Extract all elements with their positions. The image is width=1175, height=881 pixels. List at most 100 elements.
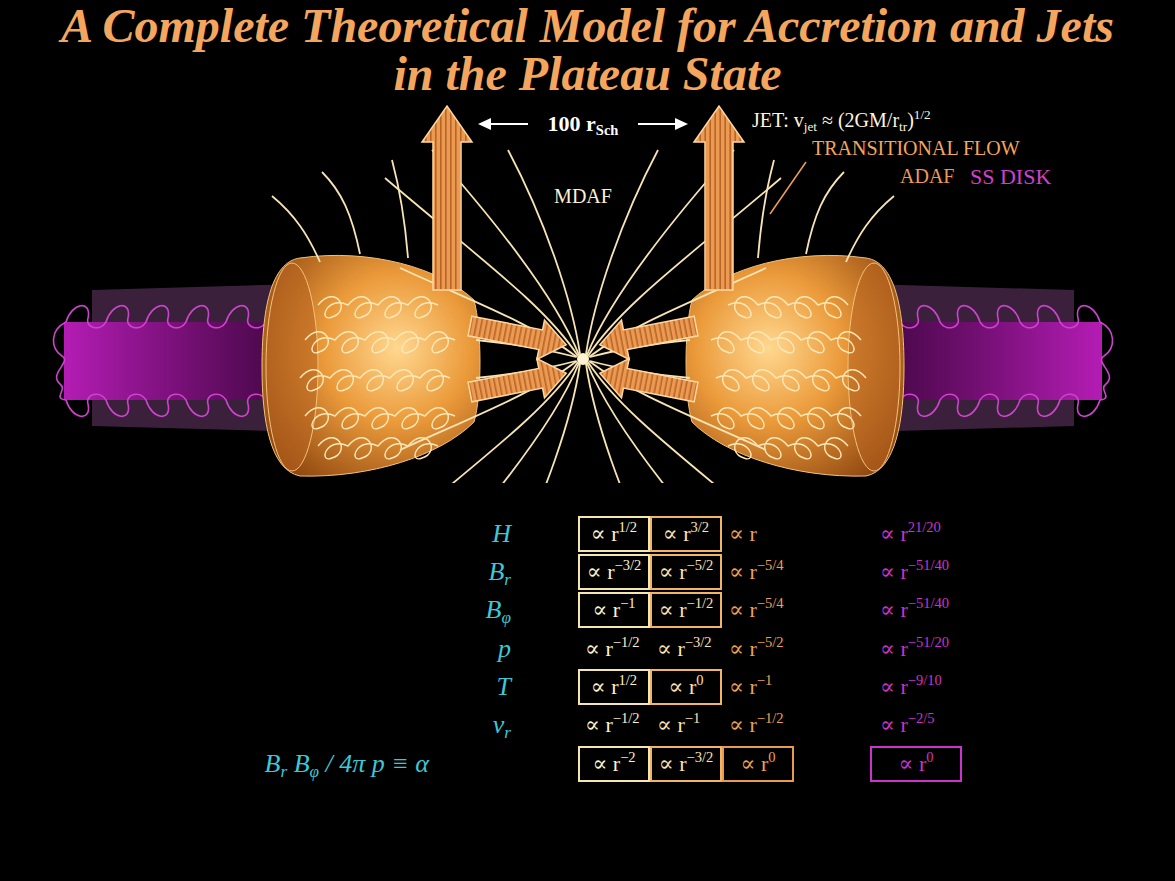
row-quantity: p xyxy=(495,633,514,666)
row-quantity: Br xyxy=(485,556,514,589)
inflow-arrow xyxy=(466,354,570,412)
superscript: −2/5 xyxy=(908,711,935,727)
superscript: −2 xyxy=(620,750,635,766)
cell-formula: ∝ r−5/2 xyxy=(659,558,713,586)
black-hole xyxy=(577,353,589,365)
superscript: −51/20 xyxy=(908,635,949,651)
superscript: −5/2 xyxy=(757,635,784,651)
cell-formula: ∝ r−1/2 xyxy=(659,596,713,624)
superscript: −1/2 xyxy=(613,711,640,727)
boxed-cell: ∝ r0 xyxy=(650,669,722,705)
cell-formula: ∝ r3/2 xyxy=(663,520,709,548)
superscript: −51/40 xyxy=(908,596,949,612)
cell-formula: ∝ r1/2 xyxy=(591,673,637,701)
scaling-formula: ∝ r−1 xyxy=(654,711,703,739)
cell-formula: ∝ r−3/2 xyxy=(659,750,713,778)
right-half xyxy=(586,106,1113,483)
diagram-label: SS DISK xyxy=(967,163,1054,191)
tangled-field xyxy=(300,297,455,459)
diagram-label: ADAF xyxy=(897,164,957,189)
tangled-loop xyxy=(305,408,455,429)
superscript: 0 xyxy=(768,750,775,766)
diagram-label: JET: vjet ≈ (2GM/rtr)1/2 xyxy=(749,108,934,133)
superscript: 0 xyxy=(926,750,933,766)
boxed-cell: ∝ r0 xyxy=(722,746,794,782)
cell-formula: ∝ r0 xyxy=(899,750,934,778)
superscript: 0 xyxy=(696,673,703,689)
superscript: −5/2 xyxy=(686,558,713,574)
dimension-arrowhead xyxy=(675,118,688,130)
illustration-group xyxy=(53,106,1112,483)
diagram-label: MDAF xyxy=(551,184,615,209)
boxed-cell: ∝ r−3/2 xyxy=(578,554,650,590)
boxed-cell: ∝ r1/2 xyxy=(578,669,650,705)
row-quantity: Bφ xyxy=(483,594,514,627)
field-line xyxy=(392,160,408,258)
scaling-formula: ∝ r−1/2 xyxy=(582,711,642,739)
superscript: 3/2 xyxy=(691,520,710,536)
boxed-cell: ∝ r1/2 xyxy=(578,516,650,552)
field-lines xyxy=(272,150,580,483)
cell-formula: ∝ r0 xyxy=(669,673,704,701)
row-quantity: T xyxy=(494,671,514,704)
scaling-formula: ∝ r−1/2 xyxy=(582,635,642,663)
superscript: 1/2 xyxy=(619,673,638,689)
tangled-loop xyxy=(305,332,455,353)
diagram-label: TRANSITIONAL FLOW xyxy=(809,136,1023,161)
superscript: −5/4 xyxy=(757,596,784,612)
inflow-arrow xyxy=(466,306,570,364)
jet-arrow xyxy=(422,106,472,290)
superscript: −3/2 xyxy=(686,750,713,766)
scaling-formula: ∝ r−2/5 xyxy=(877,711,937,739)
left-half xyxy=(53,106,580,483)
scaling-formula: ∝ r−1/2 xyxy=(726,711,786,739)
superscript: −9/10 xyxy=(908,673,942,689)
superscript: −51/40 xyxy=(908,558,949,574)
boxed-cell: ∝ r3/2 xyxy=(650,516,722,552)
subscript: jet xyxy=(804,118,817,133)
scaling-formula: ∝ r xyxy=(726,520,760,548)
tangled-loop xyxy=(300,370,450,391)
scaling-formula: ∝ r−9/10 xyxy=(877,673,945,701)
dimension-line xyxy=(638,123,680,125)
subscript: r xyxy=(280,762,287,781)
row-quantity: H xyxy=(489,518,514,551)
superscript: −1/2 xyxy=(613,635,640,651)
field-line xyxy=(272,196,320,262)
boxed-cell: ∝ r−3/2 xyxy=(650,746,722,782)
subscript: r xyxy=(504,723,511,742)
dimension-arrowhead xyxy=(478,118,491,130)
scaling-formula: ∝ r−3/2 xyxy=(654,635,714,663)
scaling-formula: ∝ r−1 xyxy=(726,673,775,701)
boxed-cell: ∝ r−1 xyxy=(578,592,650,628)
superscript: −1 xyxy=(757,673,772,689)
cell-formula: ∝ r0 xyxy=(741,750,776,778)
cell-formula: ∝ r1/2 xyxy=(591,520,637,548)
superscript: −3/2 xyxy=(685,635,712,651)
scaling-formula: ∝ r−5/2 xyxy=(726,635,786,663)
superscript: 21/20 xyxy=(908,520,941,536)
scaling-formula: ∝ r−51/40 xyxy=(877,596,952,624)
disk-field-loops xyxy=(53,322,66,400)
torus-face xyxy=(266,263,318,471)
scaling-formula: ∝ r−5/4 xyxy=(726,558,786,586)
scaling-formula: ∝ r21/20 xyxy=(877,520,944,548)
boxed-cell: ∝ r0 xyxy=(870,746,962,782)
boxed-cell: ∝ r−5/2 xyxy=(650,554,722,590)
slide-title: A Complete Theoretical Model for Accreti… xyxy=(58,2,1117,98)
superscript: −1/2 xyxy=(686,596,713,612)
superscript: −1 xyxy=(620,596,635,612)
diagram-label: 100 rSch xyxy=(545,110,622,138)
subscript: φ xyxy=(502,608,512,627)
field-line xyxy=(322,172,360,254)
scaling-formula: ∝ r−51/20 xyxy=(877,635,952,663)
subscript: r xyxy=(504,570,511,589)
subscript: Sch xyxy=(596,123,619,139)
boxed-cell: ∝ r−1/2 xyxy=(650,592,722,628)
subscript: tr xyxy=(899,118,907,133)
row-quantity: Br Bφ / 4π p ≡ α xyxy=(262,748,432,781)
row-quantity: vr xyxy=(490,709,514,742)
dimension-line xyxy=(486,123,528,125)
